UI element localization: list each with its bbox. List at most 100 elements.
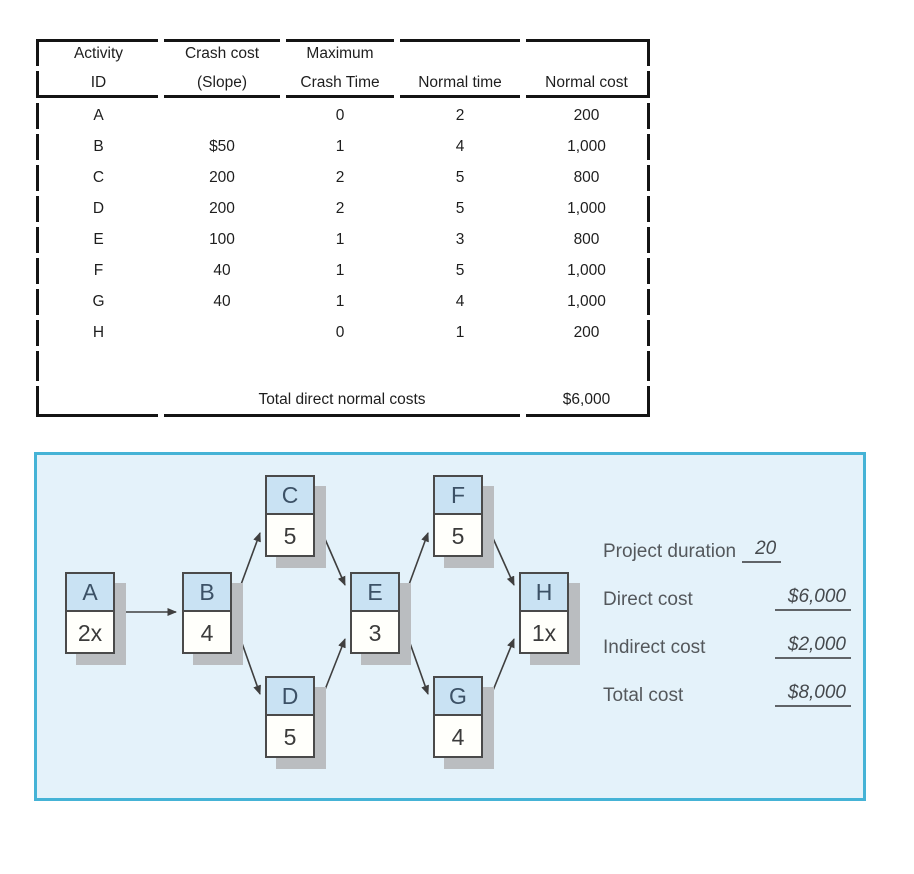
cell-normal-cost: 1,000 (526, 258, 650, 284)
node-B-value: 4 (200, 620, 214, 646)
spacer-row (36, 351, 650, 381)
cell-crash-cost: 200 (209, 169, 235, 186)
edge-E-G (399, 614, 429, 695)
cell-crash-cost: 100 (209, 231, 235, 248)
cell-normal-cost: 1,000 (526, 196, 650, 222)
cost-summary: Project duration 20 Direct cost $6,000 I… (603, 538, 851, 731)
edge-F-H (482, 515, 515, 586)
summary-row-indirect-cost: Indirect cost $2,000 (603, 634, 851, 659)
node-G-label: G (435, 678, 481, 716)
cell-crash-time: 1 (335, 138, 345, 155)
node-E-value: 3 (368, 620, 382, 646)
table-row-C: C 200 2 5 800 (36, 165, 650, 191)
cell-crash-cost: 200 (209, 200, 235, 217)
summary-row-total-cost: Total cost $8,000 (603, 682, 851, 707)
node-H-value: 1x (531, 620, 557, 646)
header-blank-1 (400, 39, 520, 66)
cell-normal-time: 3 (455, 231, 465, 248)
node-C-value: 5 (283, 523, 297, 549)
table-row-F: F 40 1 5 1,000 (36, 258, 650, 284)
cell-crash-time: 0 (335, 107, 345, 124)
cell-crash-cost: 40 (213, 293, 231, 310)
node-F-value: 5 (451, 523, 465, 549)
node-H: H 1x (519, 572, 569, 654)
header-blank-2 (526, 39, 650, 66)
total-label: Total direct normal costs (164, 386, 520, 417)
header-crash-time: Crash Time (286, 71, 394, 98)
cell-id: D (36, 196, 158, 222)
cell-crash-time: 1 (335, 262, 345, 279)
cell-normal-cost: 200 (526, 103, 650, 129)
summary-value: 20 (742, 538, 782, 563)
cell-id: A (36, 103, 158, 129)
edge-E-F (399, 532, 429, 610)
network-diagram: A 2x B 4 C 5 D 5 E 3 F 5 G 4 H 1x (34, 452, 866, 801)
node-F-label: F (435, 477, 481, 515)
node-D: D 5 (265, 676, 315, 758)
cell-normal-time: 4 (455, 293, 465, 310)
cell-id: H (36, 320, 158, 346)
cell-id: B (36, 134, 158, 160)
node-G-value: 4 (451, 724, 465, 750)
header-maximum: Maximum (286, 39, 394, 66)
node-F: F 5 (433, 475, 483, 557)
cell-crash-cost (164, 103, 280, 129)
total-row: Total direct normal costs $6,000 (36, 386, 650, 417)
header-activity: Activity (36, 39, 158, 66)
cell-normal-cost: 1,000 (526, 134, 650, 160)
cell-normal-cost: 800 (526, 165, 650, 191)
cell-normal-time: 5 (455, 200, 465, 217)
cell-id: G (36, 289, 158, 315)
cell-crash-cost (164, 320, 280, 346)
cell-normal-cost: 800 (526, 227, 650, 253)
node-G: G 4 (433, 676, 483, 758)
cell-crash-cost: 40 (213, 262, 231, 279)
summary-value: $6,000 (774, 586, 851, 611)
header-id: ID (36, 71, 158, 98)
node-C: C 5 (265, 475, 315, 557)
cell-normal-time: 4 (455, 138, 465, 155)
cell-crash-time: 2 (335, 200, 345, 217)
summary-value: $8,000 (774, 682, 851, 707)
edge-B-D (231, 614, 261, 695)
cell-crash-time: 1 (335, 231, 345, 248)
table-row-D: D 200 2 5 1,000 (36, 196, 650, 222)
cell-normal-time: 1 (455, 324, 465, 341)
cell-crash-cost: $50 (209, 138, 235, 155)
edge-B-C (231, 532, 261, 610)
node-E: E 3 (350, 572, 400, 654)
header-slope: (Slope) (164, 71, 280, 98)
crash-cost-table: Activity Crash cost Maximum ID (Slope) C… (30, 34, 656, 422)
summary-row-duration: Project duration 20 (603, 538, 851, 563)
table-row-B: B $50 1 4 1,000 (36, 134, 650, 160)
cell-id: E (36, 227, 158, 253)
summary-label: Direct cost (603, 589, 693, 610)
node-B: B 4 (182, 572, 232, 654)
node-E-label: E (352, 574, 398, 612)
summary-value: $2,000 (774, 634, 851, 659)
header-row-2: ID (Slope) Crash Time Normal time Normal… (36, 71, 650, 98)
summary-row-direct-cost: Direct cost $6,000 (603, 586, 851, 611)
cell-id: C (36, 165, 158, 191)
header-row-1: Activity Crash cost Maximum (36, 39, 650, 66)
cell-crash-time: 2 (335, 169, 345, 186)
node-A: A 2x (65, 572, 115, 654)
header-normal-time: Normal time (400, 71, 520, 98)
node-D-value: 5 (283, 724, 297, 750)
cell-crash-time: 0 (335, 324, 345, 341)
cell-normal-time: 5 (455, 169, 465, 186)
edge-C-E (314, 515, 346, 586)
cell-normal-cost: 1,000 (526, 289, 650, 315)
node-A-value: 2x (77, 620, 103, 646)
summary-label: Project duration (603, 541, 737, 562)
total-value: $6,000 (526, 386, 650, 417)
edge-G-H (482, 638, 515, 716)
edge-D-E (314, 638, 346, 716)
node-H-label: H (521, 574, 567, 612)
cell-normal-time: 2 (455, 107, 465, 124)
node-C-label: C (267, 477, 313, 515)
dependency-arrows (115, 515, 515, 716)
summary-label: Total cost (603, 685, 684, 706)
cell-crash-time: 1 (335, 293, 345, 310)
